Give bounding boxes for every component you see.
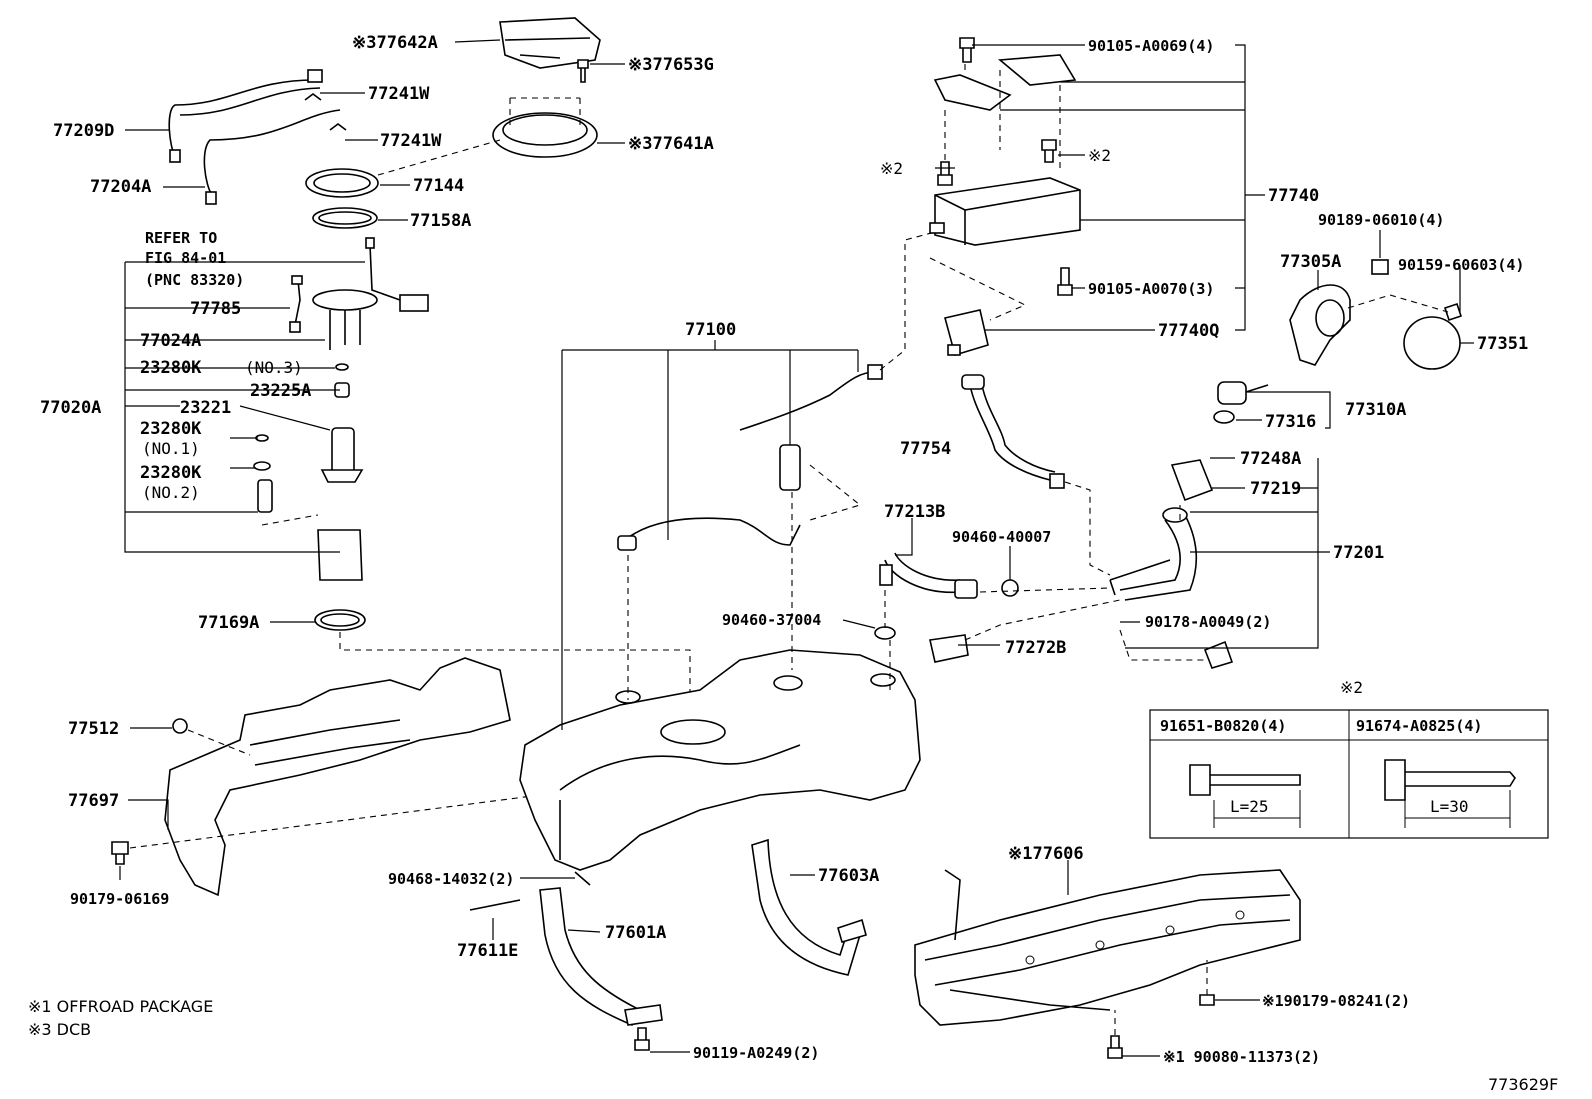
label-77606: ※177606 bbox=[1008, 844, 1084, 864]
label-90189-06010: 90189-06010(4) bbox=[1318, 211, 1444, 229]
label-90105-A0070: 90105-A0070(3) bbox=[1088, 280, 1214, 298]
label-23280K-no1: 23280K bbox=[140, 419, 202, 439]
clamp-drawing bbox=[304, 93, 347, 131]
label-90105-A0069: 90105-A0069(4) bbox=[1088, 37, 1214, 55]
label-77754: 77754 bbox=[900, 439, 951, 459]
label-77213B: 77213B bbox=[884, 502, 945, 522]
label-77785: 77785 bbox=[190, 299, 241, 319]
retainer-ring-drawing bbox=[492, 97, 598, 158]
label-77641A: ※377641A bbox=[628, 134, 714, 154]
refer-to-line3: (PNC 83320) bbox=[145, 271, 244, 289]
label-90179-08241: ※190179-08241(2) bbox=[1262, 992, 1410, 1010]
label-77144: 77144 bbox=[413, 176, 464, 196]
label-77169A: 77169A bbox=[198, 613, 259, 633]
label-77512: 77512 bbox=[68, 719, 119, 739]
valve-drawing bbox=[944, 309, 989, 357]
label-23221: 23221 bbox=[180, 398, 231, 418]
label-77100: 77100 bbox=[685, 320, 736, 340]
filler-pipe-drawing bbox=[1109, 459, 1234, 669]
part-labels: ※377642A ※377653G ※377641A 77241W 77241W… bbox=[28, 33, 1558, 1094]
label-77740: 77740 bbox=[1268, 186, 1319, 206]
label-23225A: 23225A bbox=[250, 381, 311, 401]
bolt-table-marker: ※2 bbox=[1340, 678, 1363, 697]
label-77241W-b: 77241W bbox=[380, 131, 442, 151]
breather-hose-drawing bbox=[874, 552, 1121, 690]
label-77642A: ※377642A bbox=[352, 33, 438, 53]
pump-filter-drawing bbox=[257, 479, 363, 581]
fuel-tank-drawing bbox=[519, 649, 921, 871]
footnote-3: ※3 DCB bbox=[28, 1020, 91, 1039]
bolt-table bbox=[1149, 709, 1549, 839]
label-77316: 77316 bbox=[1265, 412, 1316, 432]
label-77740Q: 77740Q bbox=[1158, 321, 1219, 341]
bolt-drawing bbox=[111, 841, 129, 865]
label-77601A: 77601A bbox=[605, 923, 666, 943]
label-77020A: 77020A bbox=[40, 398, 101, 418]
label-77272B: 77272B bbox=[1005, 638, 1066, 658]
label-note2-b: ※2 bbox=[1088, 146, 1111, 165]
label-90460-37004: 90460-37004 bbox=[722, 611, 821, 629]
label-77697: 77697 bbox=[68, 791, 119, 811]
o-rings-drawing bbox=[253, 363, 350, 471]
label-77024A: 77024A bbox=[140, 331, 201, 351]
label-23280K-no2-sub: (NO.2) bbox=[142, 483, 200, 502]
footnote-1: ※1 OFFROAD PACKAGE bbox=[28, 997, 213, 1016]
bolt-table-col1-length: L=25 bbox=[1230, 797, 1269, 816]
heat-protector-drawing bbox=[129, 657, 541, 897]
label-90080-11373: ※1 90080-11373(2) bbox=[1163, 1048, 1320, 1066]
label-90468-14032: 90468-14032(2) bbox=[388, 870, 514, 888]
gasket-ring-drawing bbox=[305, 168, 379, 198]
label-77305A: 77305A bbox=[1280, 252, 1341, 272]
refer-to-line1: REFER TO bbox=[145, 229, 217, 247]
label-23280K-no3: 23280K bbox=[140, 358, 202, 378]
fuel-door-drawing bbox=[1289, 259, 1463, 370]
label-77248A: 77248A bbox=[1240, 449, 1301, 469]
canister-drawing bbox=[929, 50, 1081, 321]
sender-cover-drawing bbox=[499, 17, 601, 69]
label-77653G: ※377653G bbox=[628, 55, 714, 75]
harness-drawing bbox=[289, 275, 303, 333]
label-23280K-no2: 23280K bbox=[140, 463, 202, 483]
label-90159-60603: 90159-60603(4) bbox=[1398, 256, 1524, 274]
label-23280K-no1-sub: (NO.1) bbox=[142, 439, 200, 458]
bolt-table-col2-header: 91674-A0825(4) bbox=[1356, 717, 1482, 735]
label-77310A: 77310A bbox=[1345, 400, 1406, 420]
diagram-id: 773629F bbox=[1488, 1075, 1558, 1094]
screw-drawing bbox=[577, 59, 589, 83]
refer-to-line2: FIG 84-01 bbox=[145, 249, 226, 267]
label-77603A: 77603A bbox=[818, 866, 879, 886]
canister-bolts-drawing bbox=[937, 37, 1073, 296]
label-77219: 77219 bbox=[1250, 479, 1301, 499]
label-77204A: 77204A bbox=[90, 177, 151, 197]
label-77611E: 77611E bbox=[457, 941, 518, 961]
skid-plate-drawing bbox=[914, 869, 1301, 1059]
label-note2-a: ※2 bbox=[880, 159, 903, 178]
label-90178-A0049: 90178-A0049(2) bbox=[1145, 613, 1271, 631]
label-90460-40007: 90460-40007 bbox=[952, 528, 1051, 546]
tank-strap-drawing bbox=[469, 838, 867, 1051]
pump-plate-drawing bbox=[312, 237, 429, 350]
vent-tube-drawing bbox=[617, 231, 936, 700]
label-77351: 77351 bbox=[1477, 334, 1528, 354]
tank-gasket-drawing bbox=[314, 609, 691, 720]
seal-drawing bbox=[312, 207, 378, 229]
label-77201: 77201 bbox=[1333, 543, 1384, 563]
label-77241W-a: 77241W bbox=[368, 84, 430, 104]
nut-drawing bbox=[172, 718, 251, 756]
fuel-pump-drawing bbox=[320, 427, 364, 483]
bolt-table-col1-header: 91651-B0820(4) bbox=[1160, 717, 1286, 735]
vent-hose-drawing bbox=[961, 374, 1111, 576]
leader-lines bbox=[119, 39, 1474, 1057]
bolt-table-col2-length: L=30 bbox=[1430, 797, 1469, 816]
filler-cap-drawing bbox=[1213, 381, 1269, 424]
fuel-tube-drawing bbox=[168, 69, 341, 205]
label-90179-06169: 90179-06169 bbox=[70, 890, 169, 908]
label-77158A: 77158A bbox=[410, 211, 471, 231]
label-77209D: 77209D bbox=[53, 121, 114, 141]
label-90119-A0249: 90119-A0249(2) bbox=[693, 1044, 819, 1062]
label-23280K-no3-sub: (NO.3) bbox=[245, 358, 303, 377]
